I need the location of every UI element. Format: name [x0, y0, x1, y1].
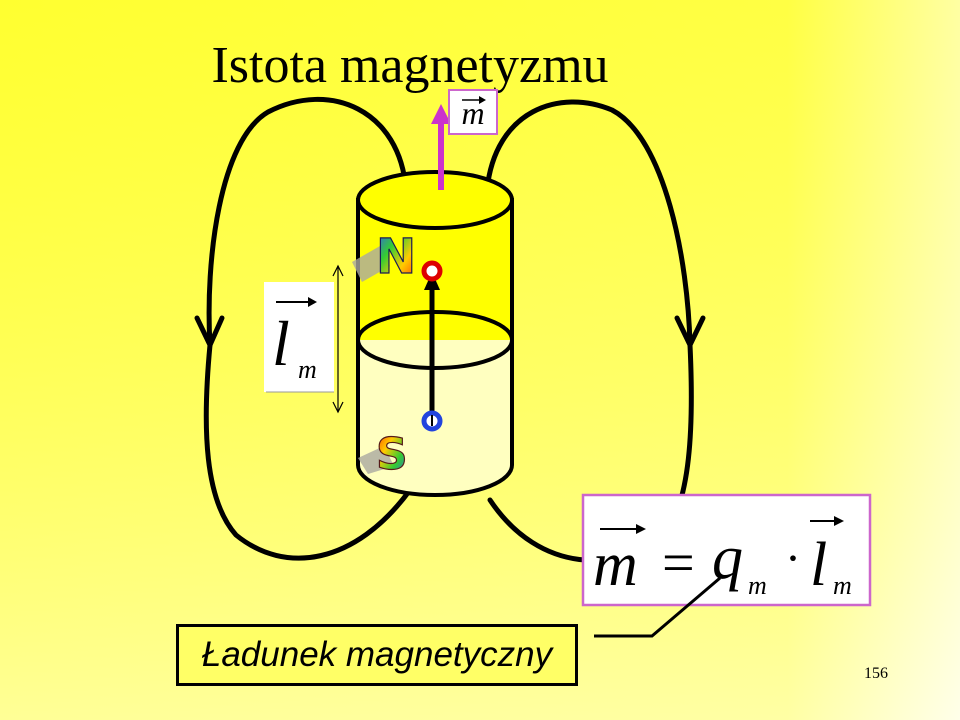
field-arrowhead-left	[194, 315, 225, 351]
south-pole-label: S	[358, 428, 408, 481]
field-line-left-bottom	[203, 342, 413, 561]
length-dimension	[332, 264, 344, 414]
length-label-box: l m	[264, 282, 334, 393]
formula-q-subscript: m	[748, 571, 767, 600]
field-lines	[194, 96, 706, 563]
charge-label-text: Ładunek magnetyczny	[201, 635, 553, 674]
north-charge-marker	[421, 260, 443, 282]
moment-vector-arrowhead	[431, 104, 451, 124]
magnet-top-face	[356, 170, 514, 230]
formula-lhs-vector-arrow	[636, 524, 646, 534]
magnet-divider	[356, 310, 514, 370]
formula-l-subscript: m	[833, 571, 852, 600]
charge-label: Ładunek magnetyczny	[176, 624, 578, 686]
formula-l: l	[810, 531, 827, 599]
moment-label-frame	[448, 89, 498, 135]
length-label-symbol: l	[272, 308, 290, 379]
length-label-vector-arrow	[308, 297, 317, 307]
moment-label-vector-arrow	[479, 96, 486, 104]
field-arrowhead-right	[674, 315, 706, 351]
formula-lhs: m	[593, 531, 638, 599]
field-line-left-top	[206, 96, 409, 348]
length-label-subscript: m	[298, 355, 317, 384]
south-pole-letter: S	[376, 429, 408, 480]
formula-l-vector-arrow	[834, 516, 844, 526]
charge-callout-line	[594, 576, 721, 638]
north-pole-label: N	[352, 228, 417, 286]
moment-label-symbol: m	[461, 95, 484, 131]
slide-title: Istota magnetyzmu	[211, 37, 608, 94]
moment-label-box: m	[448, 89, 498, 135]
formula-dot: ·	[785, 532, 801, 585]
field-line-right-top	[484, 99, 693, 348]
page-number: 156	[864, 665, 888, 682]
formula-box: m = q m · l m	[581, 493, 872, 607]
formula-equals: =	[662, 530, 695, 595]
length-label-frame	[264, 282, 334, 392]
north-pole-letter: N	[376, 229, 416, 285]
formula-frame	[581, 493, 872, 607]
